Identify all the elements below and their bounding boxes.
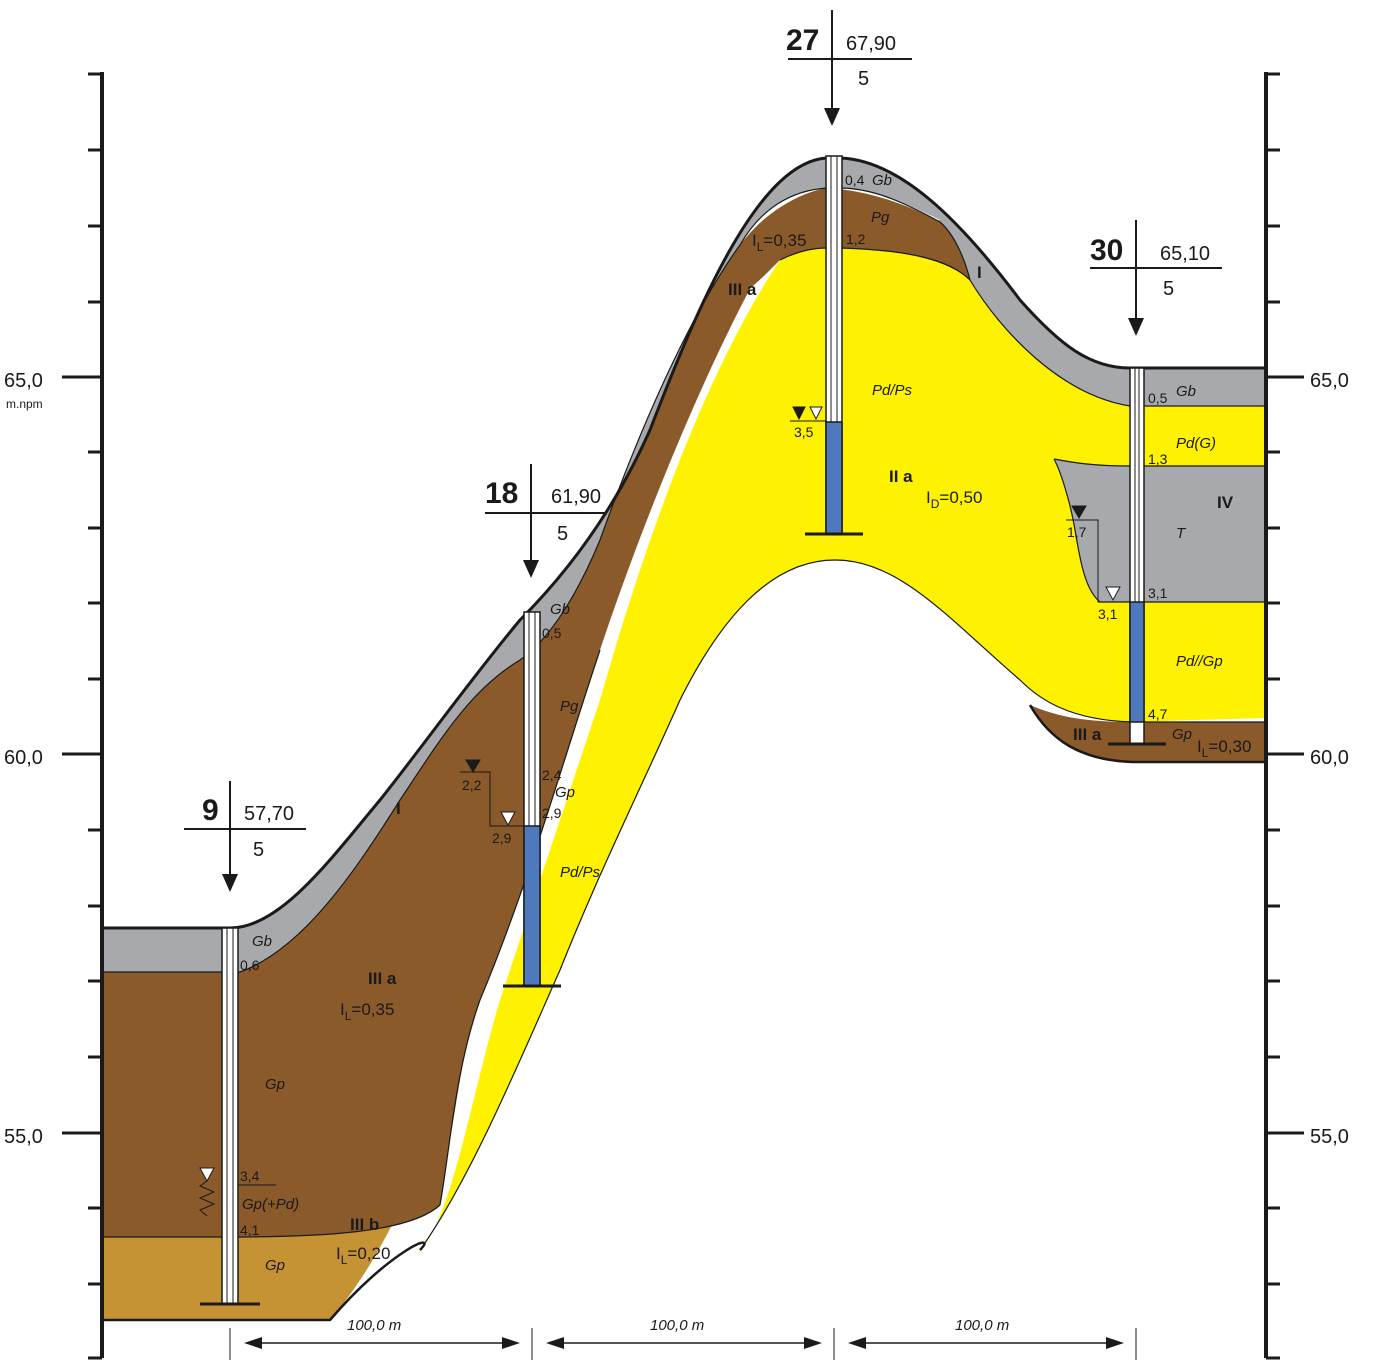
right-tick-label: 55,0 [1310,1126,1349,1148]
soil-label: Gp [555,784,575,801]
layer-label: III b [350,1215,379,1234]
layer-boundary-line [839,187,1264,407]
borehole-18-pipe [503,611,561,988]
borehole-number: 9 [202,794,219,827]
borehole-number: 18 [485,477,518,510]
depth-mark: 3,1 [1148,585,1168,601]
index-label: IL=0,30 [1197,737,1251,760]
left-tick-label: 55,0 [4,1126,43,1148]
left-tick-label: 65,0 [4,370,43,392]
left-tick-label: 60,0 [4,747,43,769]
borehole-depth: 5 [1163,278,1174,300]
borehole-30-header: 30 65,10 5 [1090,220,1222,336]
bottom-line-right [1028,704,1264,764]
distance-dimensions [229,1328,1137,1360]
borehole-elevation: 57,70 [244,803,294,825]
soil-label: Gp [1172,726,1192,743]
depth-mark: 3,4 [240,1168,260,1184]
depth-mark: 1,3 [1148,451,1168,467]
layer-IIIa-right-fill [1030,705,1264,762]
borehole-number: 27 [786,24,819,57]
layer-boundary-line [779,247,971,281]
soil-label: Gp [265,1257,285,1274]
layer-IIIa-fill [104,188,828,1237]
depth-mark: 1,2 [846,231,866,247]
layer-boundary-line [104,187,829,973]
depth-mark: 2,9 [492,830,512,846]
soil-label: Pg [560,698,579,715]
distance-label: 100,0 m [955,1317,1009,1334]
depth-mark: 3,5 [794,424,814,440]
depth-mark: 4,7 [1148,706,1168,722]
depth-mark: 3,1 [1098,606,1118,622]
index-label: IL=0,35 [752,231,806,254]
borehole-depth: 5 [253,839,264,861]
axis-unit-label: m.npm [6,397,43,411]
right-axis [1264,72,1304,1360]
index-label: IL=0,20 [336,1244,390,1267]
layer-IIIb-fill [104,1020,470,1320]
layer-label: IV [1217,493,1234,512]
borehole-18-header: 18 61,90 5 [485,464,607,578]
soil-label: Pg [871,209,890,226]
borehole-27-header: 27 67,90 5 [786,10,912,126]
index-label: ID=0,50 [926,488,982,511]
layer-label: III a [368,969,397,988]
borehole-depth: 5 [858,68,869,90]
layer-label: III a [1073,725,1102,744]
layer-IV-fill [1054,459,1264,602]
layer-IIIa-ridge-fill [740,188,970,293]
depth-mark: 2,4 [542,767,562,783]
layer-boundary-line [419,559,1264,1251]
borehole-elevation: 65,10 [1160,243,1210,265]
soil-label: Pd//Gp [1176,653,1223,670]
soil-label: T [1176,525,1187,542]
soil-label: Pd(G) [1176,435,1216,452]
soil-label: Gb [872,172,892,189]
soil-label: Gb [252,933,272,950]
right-tick-label: 65,0 [1310,370,1349,392]
borehole-elevation: 67,90 [846,33,896,55]
depth-mark: 2,2 [462,777,482,793]
depth-mark: 2,9 [542,805,562,821]
depth-mark: 0,5 [1148,390,1168,406]
layer-label: III a [728,280,757,299]
layer-IIa-fill [415,248,1264,1255]
borehole-elevation: 61,90 [551,486,601,508]
layer-boundary-line [104,1204,441,1238]
soil-label: Gp(+Pd) [242,1196,299,1213]
bottom-line [104,1241,426,1322]
soil-label: Pd/Ps [560,864,601,881]
borehole-9-header: 9 57,70 5 [184,781,306,892]
depth-mark: 0,5 [542,625,562,641]
depth-mark: 0,4 [845,172,865,188]
index-label: IL=0,35 [340,1000,394,1023]
left-axis [62,72,104,1360]
distance-label: 100,0 m [650,1317,704,1334]
borehole-9-pipe [200,927,260,1306]
depth-mark: 4,1 [240,1222,260,1238]
water-level-markers [198,406,1130,1217]
soil-label: Gp [265,1076,285,1093]
layer-boundary-line [439,649,601,1206]
right-tick-label: 60,0 [1310,747,1349,769]
soil-label: Gb [550,601,570,618]
layer-label: I [396,799,401,818]
borehole-depth: 5 [557,523,568,545]
borehole-number: 30 [1090,234,1123,267]
ground-surface-line [104,156,1264,930]
borehole-27-pipe [805,155,863,536]
depth-mark: 0,6 [240,957,260,973]
depth-mark: 1,7 [1067,524,1087,540]
distance-label: 100,0 m [347,1317,401,1334]
layer-label: II a [889,467,913,486]
borehole-30-pipe [1108,367,1166,746]
layer-label: I [977,263,982,282]
soil-label: Pd/Ps [872,382,913,399]
soil-label: Gb [1176,383,1196,400]
